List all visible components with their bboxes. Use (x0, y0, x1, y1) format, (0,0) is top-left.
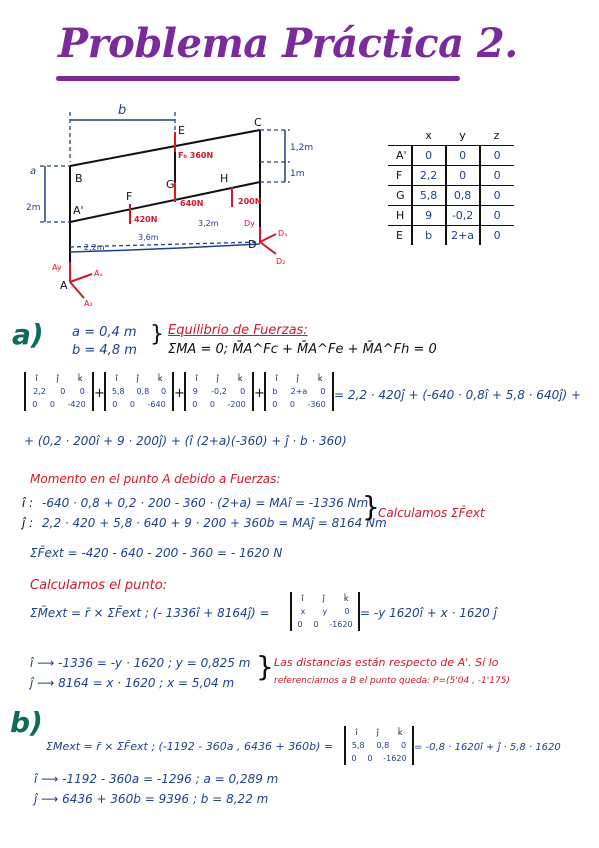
label-C: C (254, 116, 262, 129)
table-header: y (459, 129, 466, 142)
label-D: D (248, 238, 256, 251)
part-b-result-a: î ⟶ -1192 - 360a = -1296 ; a = 0,289 m (34, 772, 279, 786)
moment-sum-rhs: = 2,2 · 420ĵ + (-640 · 0,8î + 5,8 · 640ĵ… (334, 388, 582, 402)
result-y: î ⟶ -1336 = -y · 1620 ; y = 0,825 m (30, 656, 251, 670)
coordinates-table: x y z A' 0 0 0 F 2,2 0 0 G 5,8 0,8 0 H 9… (388, 126, 514, 245)
part-b-equation-rhs: = -0,8 · 1620î + ĵ · 5,8 · 1620 (414, 742, 561, 753)
plus: + (94, 386, 105, 401)
moment-j-equation: 2,2 · 420 + 5,8 · 640 + 9 · 200 + 360b =… (42, 516, 387, 530)
calc-force-note: Calculamos ΣF̄ext (378, 506, 485, 520)
reaction-Dz: D₂ (276, 257, 285, 266)
reference-note-2: referenciamos a B el punto queda: P=(5'0… (274, 676, 510, 686)
plus: + (174, 386, 185, 401)
table-row: E b 2+a 0 (388, 225, 514, 245)
label-A1: A' (73, 204, 84, 217)
reference-note-1: Las distancias están respecto de A'. Si … (274, 656, 499, 669)
result-x: ĵ ⟶ 8164 = x · 1620 ; x = 5,04 m (30, 676, 235, 690)
force-420: 420N (134, 215, 157, 224)
equilibrium-heading: Equilibrio de Fuerzas: (168, 323, 308, 338)
table-header: z (493, 129, 500, 142)
table-header (388, 126, 412, 146)
dim-2-2m: 2,2m (84, 243, 105, 252)
sum-moment-lhs: ΣM̄ext = r̄ × ΣF̄ext ; (- 1336î + 8164ĵ)… (30, 606, 270, 620)
dim-3-2m: 3,2m (198, 219, 219, 228)
reaction-Ay: Ay (52, 263, 62, 272)
b-value: b = 4,8 m (72, 343, 137, 358)
dim-2m: 2m (26, 203, 41, 213)
frame-structure (69, 129, 261, 282)
part-a-label: a) (12, 318, 44, 351)
reaction-Dx: Dₓ (278, 229, 288, 238)
table-row: A' 0 0 0 (388, 145, 514, 166)
table-header: x (425, 129, 432, 142)
part-b-result-b: ĵ ⟶ 6436 + 360b = 9396 ; b = 8,22 m (34, 792, 269, 806)
sum-force: ΣF̄ext = -420 - 640 - 200 - 360 = - 1620… (30, 546, 283, 560)
moment-i-label: î : (22, 496, 34, 510)
force-360: F₀ 360N (178, 151, 213, 160)
part-b-equation-lhs: ΣMext = r̄ × ΣF̄ext ; (-1192 - 360a , 64… (46, 740, 334, 753)
reaction-Dy: Dy (244, 219, 255, 228)
frame-diagram: b E C B F G H A' A D F₀ 360N 640N 200N 4… (26, 103, 313, 308)
calc-point-heading: Calculamos el punto: (30, 578, 168, 593)
label-G: G (166, 178, 175, 191)
dim-1-2m: 1,2m (290, 143, 313, 153)
dim-a: a (30, 166, 36, 177)
label-H: H (220, 172, 228, 185)
sum-moment-rhs: = -y 1620î + x · 1620 ĵ (360, 606, 497, 620)
dim-3-6m: 3,6m (138, 233, 159, 242)
a-value: a = 0,4 m (72, 325, 137, 340)
reaction-Ax: Aₓ (94, 269, 103, 278)
label-F: F (126, 190, 132, 203)
dim-1m: 1m (290, 169, 305, 179)
reaction-arrows (69, 132, 277, 299)
dim-b: b (118, 103, 126, 118)
moment-heading: Momento en el punto A debido a Fuerzas: (30, 472, 281, 486)
brace: } (362, 490, 380, 523)
moment-sum-line2: + (0,2 · 200î + 9 · 200ĵ) + (î (2+a)(-36… (24, 434, 347, 448)
table-row: H 9 -0,2 0 (388, 205, 514, 226)
label-E: E (178, 124, 185, 137)
table-row: G 5,8 0,8 0 (388, 185, 514, 206)
force-200: 200N (238, 197, 261, 206)
page-title: Problema Práctica 2. (58, 20, 518, 67)
label-A: A (60, 279, 68, 292)
equilibrium-equation: ΣMA = 0; M̄A^Fc + M̄A^Fe + M̄A^Fh = 0 (168, 342, 437, 357)
force-640: 640N (180, 199, 203, 208)
label-B: B (75, 172, 83, 185)
moment-j-label: ĵ : (22, 516, 34, 530)
part-b-label: b) (10, 706, 43, 739)
reaction-Az: A₂ (84, 299, 93, 308)
title-underline (56, 76, 460, 81)
plus: + (254, 386, 265, 401)
moment-i-equation: -640 · 0,8 + 0,2 · 200 - 360 · (2+a) = M… (42, 496, 369, 510)
brace: } (256, 650, 274, 683)
table-row: F 2,2 0 0 (388, 165, 514, 186)
brace: } (150, 322, 164, 347)
